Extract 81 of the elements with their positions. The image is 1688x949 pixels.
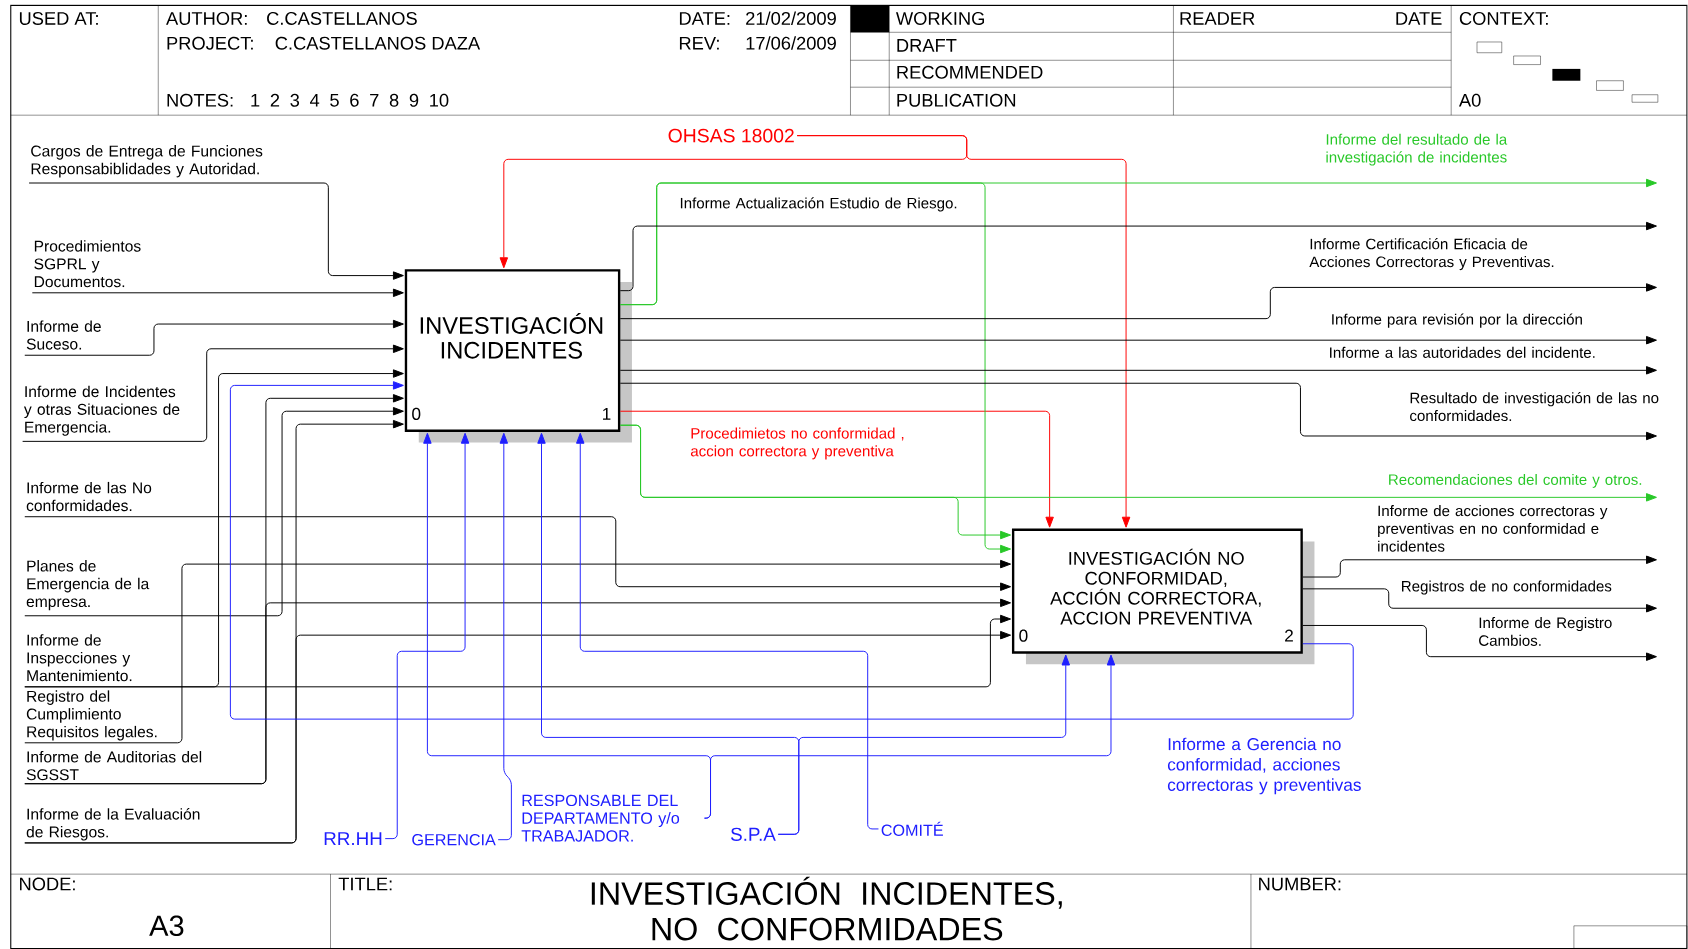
- form-label: DRAFT: [897, 38, 957, 52]
- arrow: [619, 410, 1054, 528]
- form-label: PROJECT:: [167, 36, 253, 50]
- arrow: [619, 365, 1657, 375]
- arrow: [28, 182, 404, 280]
- edge-label: Informe Actualización Estudio de Riesgo.: [680, 196, 957, 212]
- edge-label: Procedimietos no conformidad , accion correctora y preventiva: [690, 427, 904, 460]
- arrow: [24, 559, 1011, 744]
- arrow: [229, 380, 1354, 720]
- node-number: A3: [149, 915, 184, 936]
- edge-label: Informe de acciones correctoras y preventivas en no conformidad e incidentes: [1378, 504, 1608, 552]
- mechanism-label: S.P.A: [731, 827, 776, 841]
- arrow: [619, 335, 1657, 345]
- edge-label: Resultado de investigación de las no conformidades.: [1410, 391, 1659, 421]
- mechanism-label: RESPONSABLE DEL DEPARTAMENTO y/o TRABAJADOR.: [521, 794, 680, 842]
- arrow: [497, 432, 512, 840]
- arrow: [704, 654, 1116, 819]
- flow-label: Informe de Auditorias del SGSST: [26, 750, 202, 781]
- arrow: [24, 406, 404, 617]
- mechanism-label: COMITÉ: [881, 821, 943, 836]
- flow-label: Informe de Incidentes y otras Situaciones de Emergencia.: [23, 385, 180, 436]
- form-label: C.CASTELLANOS DAZA: [275, 36, 481, 50]
- edge-label: Recomendaciones del comite y otros.: [1389, 473, 1642, 488]
- flow-label: Planes de Emergencia de la empresa.: [26, 559, 150, 610]
- flow-label: Informe de Inspecciones y Mantenimiento.: [27, 634, 132, 681]
- edge-label: Informe Certificación Eficacia de Acciones Correctoras y Preventivas.: [1309, 237, 1554, 270]
- form-label: NUMBER:: [1259, 877, 1341, 891]
- edge-label: Informe de Registro Cambios.: [1479, 616, 1612, 646]
- form-label: DATE:: [679, 11, 730, 25]
- process-box: INVESTIGACIÓN NO CONFORMIDAD, ACCIÓN CORRECTORA, ACCION PREVENTIVA 0 2: [1011, 528, 1315, 664]
- form-label: WORKING: [896, 11, 984, 25]
- arrow: [619, 424, 1011, 540]
- flow-label: Informe de las No conformidades.: [26, 481, 152, 511]
- arrow: [1302, 588, 1657, 613]
- arrow: [1302, 555, 1657, 578]
- flow-label: Registro del Cumplimiento Requisitos legales.: [26, 690, 157, 741]
- edge-label: Informe para revisión por la dirección: [1332, 313, 1582, 328]
- arrow: [24, 319, 404, 356]
- arrow: [619, 282, 1657, 319]
- form-label: REV:: [679, 36, 719, 50]
- arrow: [24, 630, 1011, 844]
- process-box: INVESTIGACIÓN INCIDENTES 0 1: [404, 268, 632, 443]
- flow-label: Procedimientos SGPRL y Documentos.: [34, 240, 141, 287]
- arrow: [24, 614, 1011, 688]
- form-label: TITLE:: [338, 877, 392, 891]
- form-label: A0: [1458, 93, 1481, 107]
- arrow: [1302, 624, 1657, 661]
- arrow: [24, 598, 1011, 784]
- form-label: RECOMMENDED: [897, 65, 1043, 79]
- arrow: [619, 221, 1657, 291]
- arrow: [796, 134, 1131, 528]
- control-label: OHSAS 18002: [668, 128, 794, 143]
- arrow: [619, 182, 1011, 553]
- diagram-title: INVESTIGACIÓN INCIDENTES, NO CONFORMIDADES: [591, 876, 1062, 941]
- edge-label: Informe del resultado de la investigación de incidentes: [1326, 133, 1508, 166]
- form-label: 1 2 3 4 5 6 7 8 9 10: [251, 93, 449, 107]
- flow-label: Informe de la Evaluación de Riesgos.: [26, 807, 200, 841]
- edge-label: Informe a Gerencia no conformidad, acciones correctoras y preventivas: [1167, 737, 1361, 795]
- arrow: [31, 288, 404, 297]
- flow-label: Cargos de Entrega de Funciones Responsabiblidades y Autoridad.: [31, 144, 263, 178]
- form-label: NOTES:: [167, 93, 233, 107]
- mechanism-label: RR.HH: [324, 831, 382, 845]
- arrow: [24, 516, 1011, 591]
- edge-label: Registros de no conformidades: [1402, 580, 1612, 595]
- form-label: CONTEXT:: [1459, 11, 1548, 25]
- form-label: PUBLICATION: [897, 93, 1016, 107]
- form-label: 17/06/2009: [746, 36, 836, 50]
- form-label: 21/02/2009: [746, 11, 836, 25]
- edge-label: Informe a las autoridades del incidente.: [1330, 346, 1595, 358]
- flow-label: Informe de Suceso.: [26, 320, 101, 350]
- form-label: NODE:: [20, 877, 75, 891]
- form-label: USED AT:: [19, 11, 98, 25]
- form-label: READER: [1180, 11, 1255, 25]
- arrow: [619, 382, 1657, 440]
- form-label: C.CASTELLANOS: [267, 11, 417, 25]
- form-label: AUTHOR:: [166, 11, 247, 25]
- arrow: [22, 344, 404, 442]
- form-label: DATE: [1396, 11, 1442, 25]
- arrow: [777, 654, 1070, 835]
- mechanism-label: GERENCIA: [412, 833, 496, 846]
- arrow: [384, 432, 470, 839]
